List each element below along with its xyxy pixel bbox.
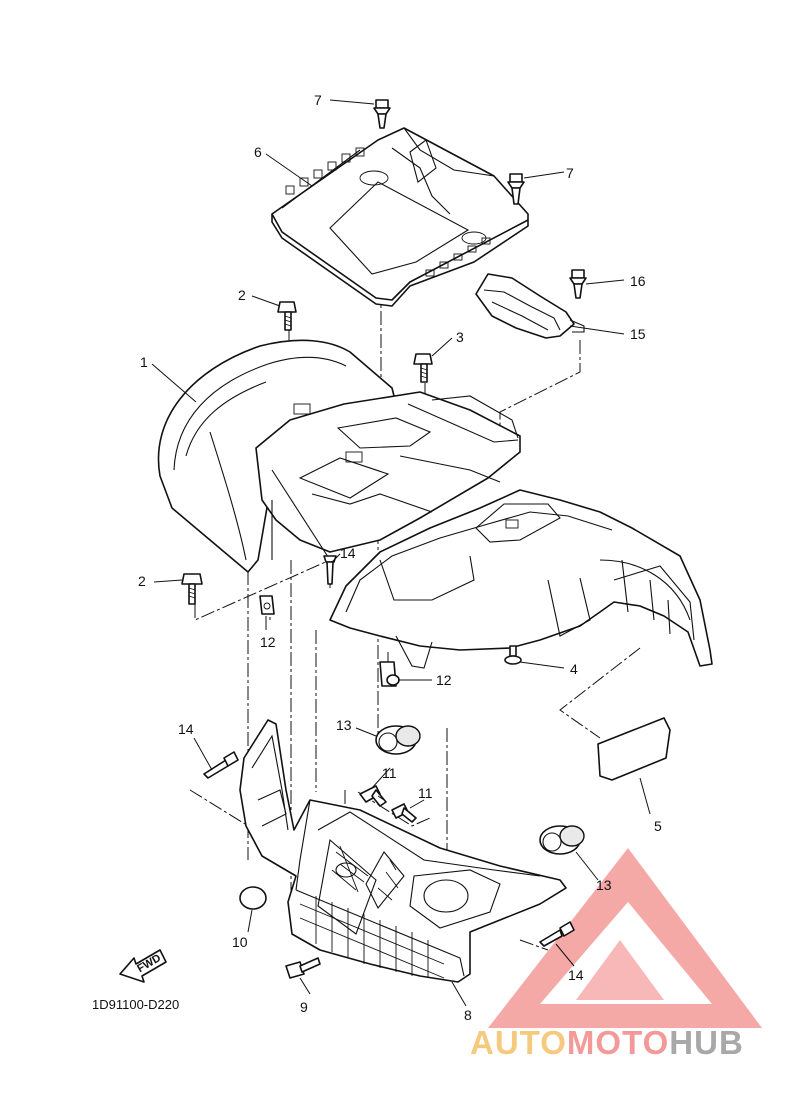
callout-14: 14 [568, 967, 584, 983]
callout-15: 15 [630, 326, 646, 342]
grommet-part-13-b [539, 825, 585, 855]
bolt-part-2-a [277, 301, 297, 331]
clip-nut-part-12-a [259, 595, 275, 615]
grommet-part-13-a [375, 725, 421, 755]
watermark-moto: MOTO [567, 1024, 669, 1061]
callout-11: 11 [418, 785, 433, 801]
bolt-part-11-b [391, 803, 417, 823]
diagram-code: 1D91100-D220 [92, 997, 179, 1012]
callout-2: 2 [238, 287, 246, 303]
emblem-part-9 [239, 886, 267, 910]
fwd-arrow-icon: FWD [119, 949, 167, 983]
screw-part-7-a [373, 99, 391, 129]
callout-12: 12 [436, 672, 452, 688]
callout-14: 14 [178, 721, 194, 737]
callout-labels: 7 7 6 16 15 2 3 1 2 14 12 12 4 5 13 11 1… [138, 92, 662, 1023]
callout-4: 4 [570, 661, 578, 677]
callout-2: 2 [138, 573, 146, 589]
bolt-part-3 [413, 353, 433, 383]
callout-3: 3 [456, 329, 464, 345]
cover-part-15 [475, 273, 585, 339]
callout-6: 6 [254, 144, 262, 160]
rivet-part-14-a [323, 555, 337, 585]
callout-7: 7 [314, 92, 322, 108]
callout-1: 1 [140, 354, 148, 370]
screw-part-16 [569, 269, 587, 299]
callout-8: 8 [464, 1007, 472, 1023]
watermark-auto: AUTO [470, 1024, 567, 1061]
callout-14: 14 [340, 545, 356, 561]
watermark-logo [488, 848, 762, 1028]
rivet-part-14-b [203, 751, 239, 779]
callout-5: 5 [654, 818, 662, 834]
rack-cover-part-6 [271, 127, 529, 307]
clip-nut-part-12-b [379, 661, 400, 687]
watermark-hub: HUB [669, 1024, 744, 1061]
rivet-part-14-c [539, 921, 575, 947]
callout-10: 9 [300, 999, 308, 1015]
callout-13: 13 [336, 717, 352, 733]
callout-9: 10 [232, 934, 248, 950]
rear-fender-part-1 [157, 339, 713, 669]
screw-part-7-b [507, 173, 525, 205]
callout-13: 13 [596, 877, 612, 893]
pad-part-5 [597, 717, 671, 781]
bolt-part-4 [504, 645, 522, 665]
callout-16: 16 [630, 273, 646, 289]
callout-7: 7 [566, 165, 574, 181]
callout-11: 11 [382, 765, 397, 781]
callout-12: 12 [260, 634, 276, 650]
watermark-text: AUTOMOTOHUB [470, 1024, 744, 1061]
leader-lines [151, 99, 651, 1007]
bolt-part-2-b [181, 573, 203, 605]
bolt-part-10 [285, 957, 321, 979]
front-panel-part-8 [239, 719, 567, 983]
bolt-part-11-a [359, 785, 387, 807]
